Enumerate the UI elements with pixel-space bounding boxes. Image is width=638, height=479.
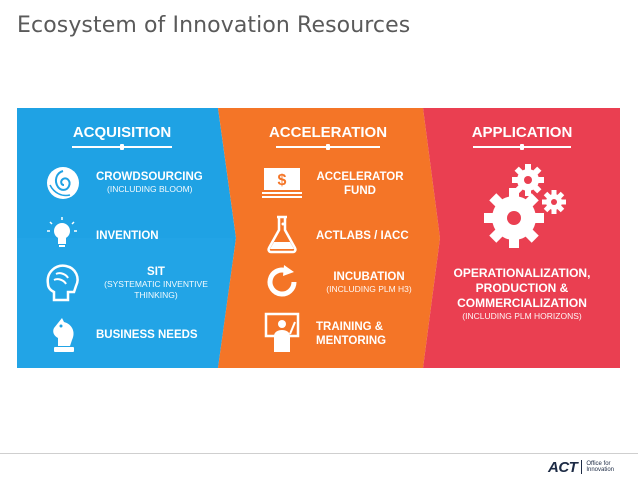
cycle-icon [267, 265, 297, 297]
actlabs-label: ACTLABS / IACC [316, 230, 409, 242]
accelerator-fund-label: ACCELERATOR FUND [316, 171, 404, 197]
crowdsourcing-label: CROWDSOURCING [96, 171, 203, 183]
accelerator-fund-item: ACCELERATOR FUND [316, 170, 404, 198]
operationalization-label: OPERATIONALIZATION, PRODUCTION & COMMERC… [453, 266, 591, 310]
sit-sub: (SYSTEMATIC INVENTIVE THINKING) [104, 279, 208, 300]
logo-separator [581, 460, 583, 474]
sit-item: SIT (SYSTEMATIC INVENTIVE THINKING) [96, 265, 216, 301]
invention-item: INVENTION [96, 229, 159, 243]
business-needs-item: BUSINESS NEEDS [96, 328, 198, 342]
crowdsourcing-item: CROWDSOURCING (INCLUDING BLOOM) [96, 170, 203, 195]
invention-label: INVENTION [96, 230, 159, 242]
footer-divider [0, 453, 638, 454]
training-item: TRAINING & MENTORING [316, 320, 396, 348]
gears-icon [484, 164, 566, 248]
operationalization-sub: (INCLUDING PLM HORIZONS) [462, 311, 582, 321]
flask-icon [267, 215, 297, 254]
brain-head-icon [46, 264, 79, 302]
chess-knight-icon [53, 318, 74, 352]
incubation-sub: (INCLUDING PLM H3) [326, 284, 412, 294]
actlabs-item: ACTLABS / IACC [316, 229, 409, 243]
application-heading: APPLICATION [460, 124, 584, 150]
incubation-item: INCUBATION (INCLUDING PLM H3) [316, 270, 422, 295]
incubation-label: INCUBATION [333, 271, 405, 283]
act-logo-mark: ACT [548, 458, 578, 476]
svg-text:$: $ [278, 172, 287, 189]
business-needs-label: BUSINESS NEEDS [96, 329, 198, 341]
banknote-icon: $ [262, 168, 302, 198]
acquisition-lower-shade [17, 238, 233, 368]
operationalization-item: OPERATIONALIZATION, PRODUCTION & COMMERC… [452, 266, 592, 322]
crowdsourcing-sub: (INCLUDING BLOOM) [107, 184, 193, 194]
sit-label: SIT [147, 266, 165, 278]
acquisition-heading: ACQUISITION [58, 124, 186, 150]
rose-icon [47, 167, 79, 199]
presenter-icon [264, 312, 300, 352]
office-label: Office for Innovation [586, 460, 615, 474]
act-logo: ACT Office for Innovation [548, 458, 620, 476]
training-label: TRAINING & MENTORING [316, 321, 387, 347]
page-title: Ecosystem of Innovation Resources [17, 13, 411, 38]
acceleration-heading: ACCELERATION [262, 124, 394, 150]
lightbulb-icon [47, 217, 77, 247]
